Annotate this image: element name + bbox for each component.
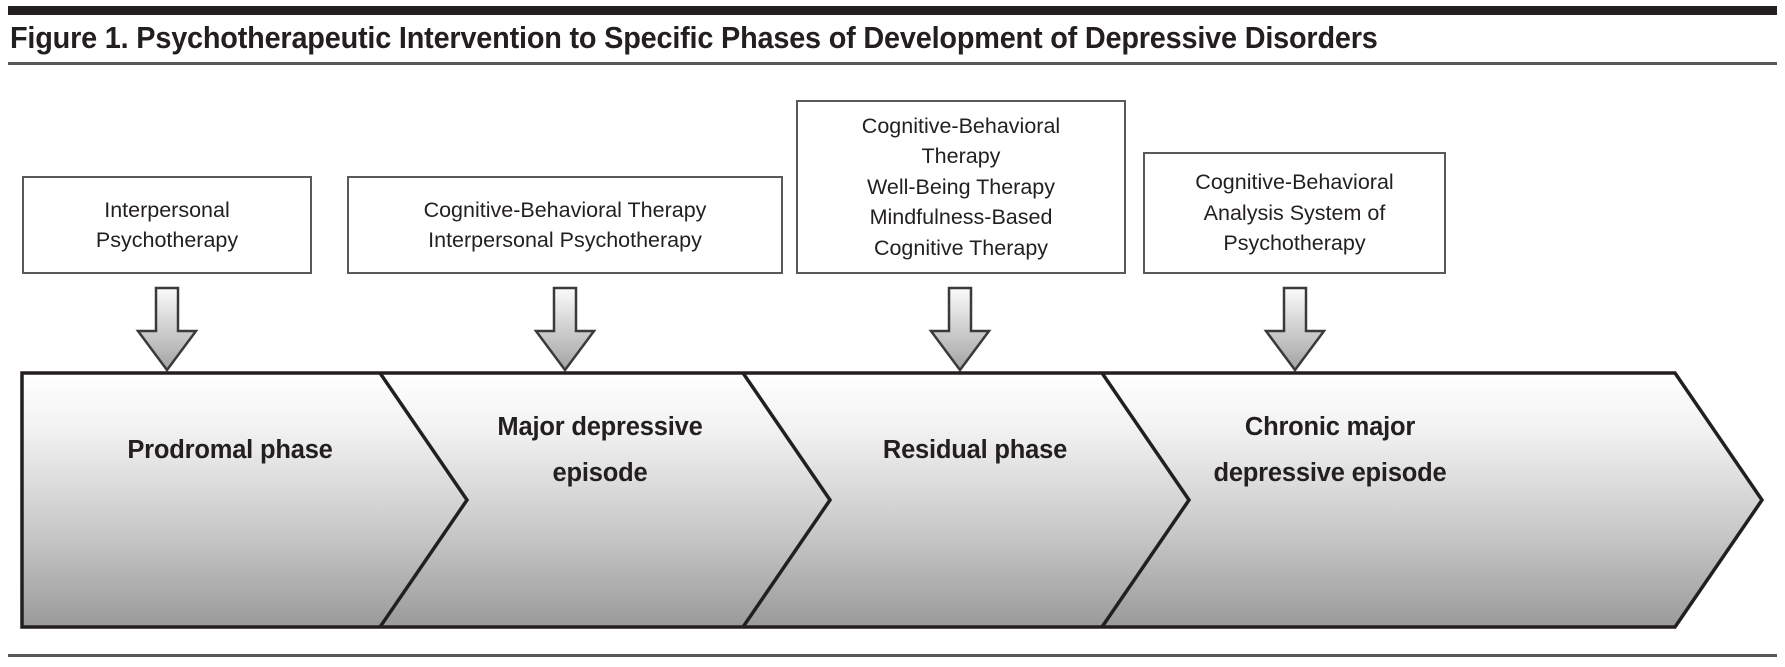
therapy-box-label: Cognitive-Behavioral Therapy Interperson… — [423, 197, 707, 253]
header-rule-top — [8, 6, 1777, 15]
therapy-box-cbt-and-ipt: Cognitive-Behavioral Therapy Interperson… — [347, 176, 783, 274]
down-arrow-icon — [533, 286, 597, 372]
phase-chevron-banner — [20, 371, 1765, 629]
phase-label-prodromal-phase: Prodromal phase — [127, 436, 333, 464]
footer-rule — [8, 654, 1777, 657]
down-arrow-icon — [1263, 286, 1327, 372]
chevron-divider-2 — [741, 372, 833, 628]
banner-outline — [20, 371, 1765, 629]
chevron-divider-1 — [378, 372, 470, 628]
therapy-box-interpersonal-psychotherapy: Interpersonal Psychotherapy — [22, 176, 312, 274]
chevron-divider-3 — [1100, 372, 1192, 628]
therapy-box-cbasp: Cognitive-Behavioral Analysis System of … — [1143, 152, 1446, 274]
down-arrow-icon — [928, 286, 992, 372]
header-rule-under-title — [8, 62, 1777, 65]
therapy-box-cbt-wbt-mbct: Cognitive-Behavioral Therapy Well-Being … — [796, 100, 1126, 274]
figure-title: Figure 1. Psychotherapeutic Intervention… — [10, 20, 1378, 55]
therapy-box-label: Cognitive-Behavioral Analysis System of … — [1195, 170, 1394, 256]
phase-label-major-depressive-episode: Major depressive episode — [497, 413, 703, 487]
phase-label-residual-phase: Residual phase — [882, 436, 1068, 464]
therapy-box-label: Interpersonal Psychotherapy — [95, 197, 239, 253]
therapy-box-label: Cognitive-Behavioral Therapy Well-Being … — [861, 113, 1061, 260]
phase-label-chronic-major-depressive-episode: Chronic major depressive episode — [1213, 413, 1447, 487]
down-arrow-icon — [135, 286, 199, 372]
